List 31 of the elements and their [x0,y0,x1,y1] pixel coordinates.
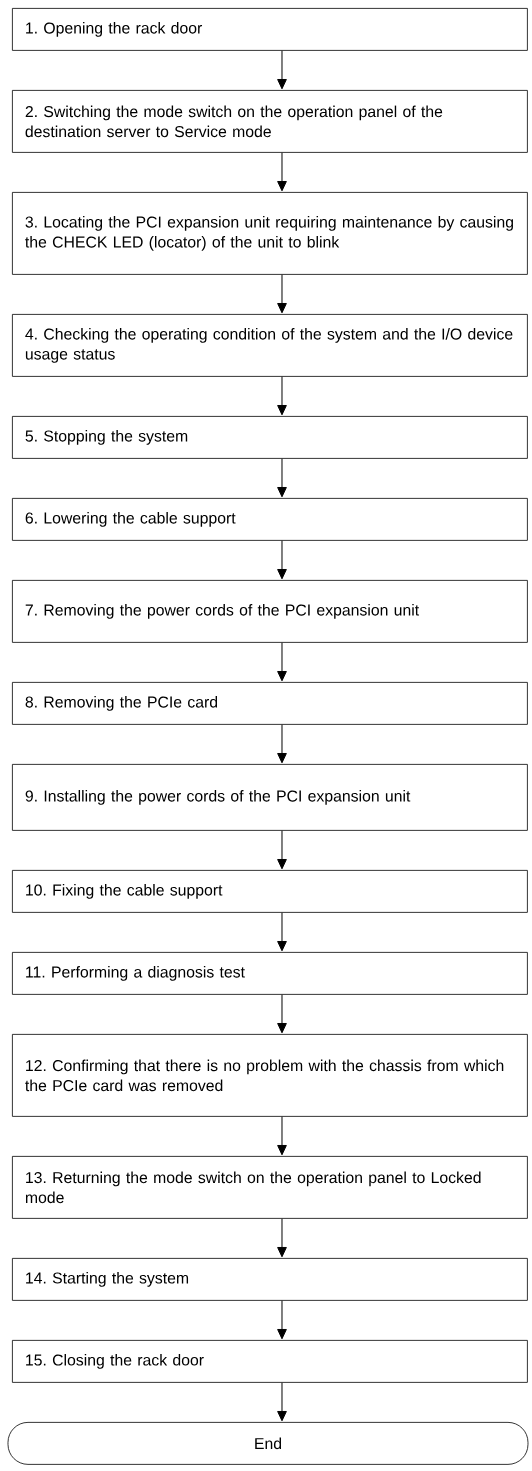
arrow [277,1382,287,1422]
process-box: 7. Removing the power cords of the PCI expansion unit [12,580,528,643]
arrow [277,458,287,498]
process-box: 6. Lowering the cable support [12,498,528,541]
process-box: 2. Switching the mode switch on the operation panel of the destination server to Service mode [12,90,528,153]
arrow [277,830,287,870]
process-box: 8. Removing the PCIe card [12,682,528,725]
process-box: 1. Opening the rack door [12,8,528,51]
process-box: 5. Stopping the system [12,416,528,459]
process-box: 4. Checking the operating condition of the system and the I/O device usage status [12,314,528,377]
process-box: 13. Returning the mode switch on the operation panel to Locked mode [12,1156,528,1219]
arrow [277,642,287,682]
process-box: 10. Fixing the cable support [12,870,528,913]
terminal-box: End [7,1422,529,1465]
arrow [277,1116,287,1156]
process-box: 12. Confirming that there is no problem with the chassis from which the PCIe card was removed [12,1034,528,1117]
arrow [277,376,287,416]
process-box: 3. Locating the PCI expansion unit requiring maintenance by causing the CHECK LED (locator) of the unit to blink [12,192,528,275]
arrow [277,50,287,90]
arrow [277,540,287,580]
process-box: 11. Performing a diagnosis test [12,952,528,995]
arrow [277,724,287,764]
arrow [277,152,287,192]
arrow [277,274,287,314]
process-box: 14. Starting the system [12,1258,528,1301]
arrow [277,994,287,1034]
arrow [277,912,287,952]
process-box: 9. Installing the power cords of the PCI expansion unit [12,764,528,831]
arrow [277,1218,287,1258]
process-box: 15. Closing the rack door [12,1340,528,1383]
arrow [277,1300,287,1340]
